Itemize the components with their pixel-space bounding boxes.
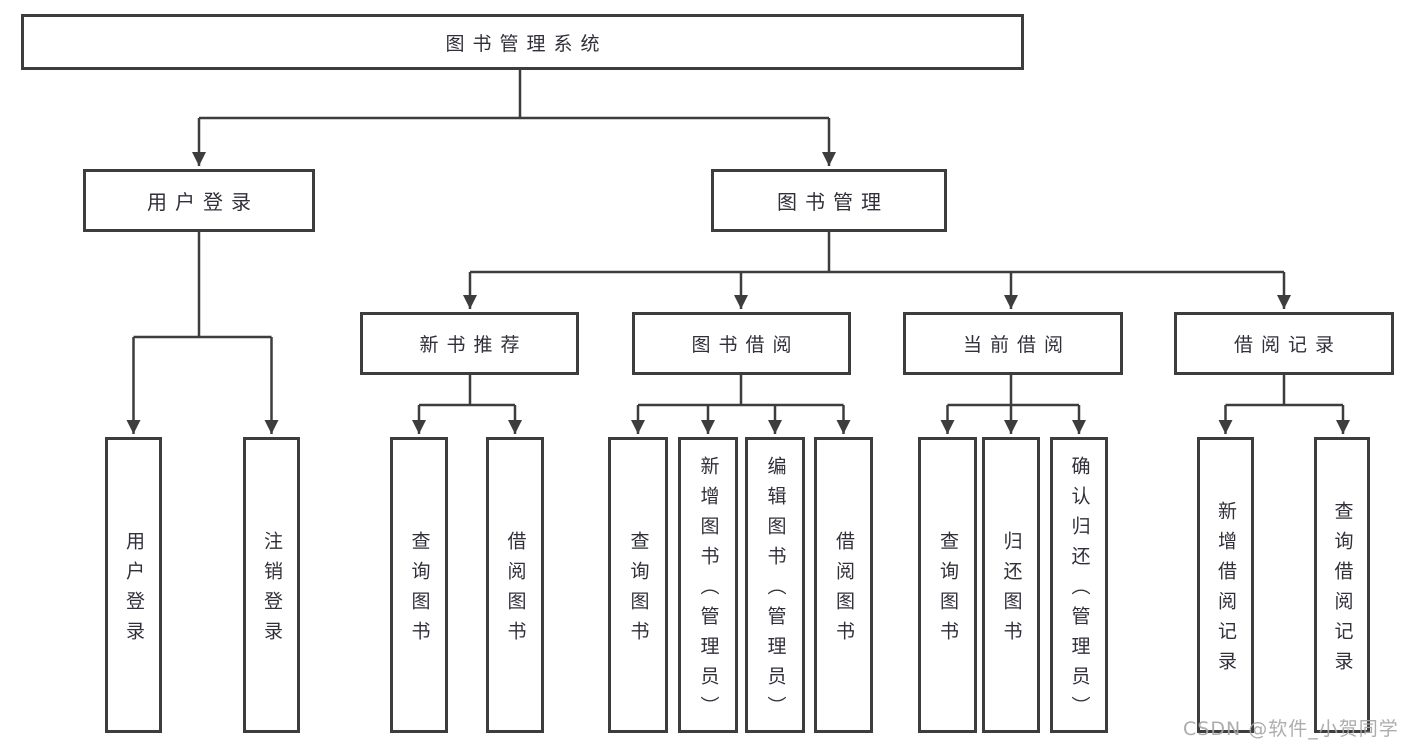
node-book-management-label: 图书管理 <box>777 190 889 214</box>
leaf-query-books-recommend: 查询图书 <box>390 437 448 733</box>
node-borrow-records-label: 借阅记录 <box>1233 334 1342 356</box>
leaf-query-borrow-record: 查询借阅记录 <box>1314 437 1370 733</box>
leaf-borrow-books-recommend: 借阅图书 <box>486 437 544 733</box>
leaf-query-borrow-record-label: 查询借阅记录 <box>1331 500 1354 681</box>
leaf-add-book-admin: 新增图书（管理员） <box>678 437 738 733</box>
leaf-query-books-current: 查询图书 <box>918 437 977 733</box>
leaf-borrow-books-label: 借阅图书 <box>833 530 855 651</box>
node-new-book-recommend: 新书推荐 <box>360 312 579 375</box>
node-user-login-label: 用户登录 <box>147 190 259 214</box>
leaf-edit-book-admin-label: 编辑图书（管理员） <box>764 455 787 726</box>
leaf-add-borrow-record: 新增借阅记录 <box>1197 437 1254 733</box>
leaf-edit-book-admin: 编辑图书（管理员） <box>745 437 805 733</box>
leaf-user-login: 用户登录 <box>105 437 162 733</box>
leaf-user-login-label: 用户登录 <box>123 530 145 651</box>
node-root: 图书管理系统 <box>21 14 1024 70</box>
leaf-add-book-admin-label: 新增图书（管理员） <box>697 455 720 726</box>
leaf-query-books-borrow-label: 查询图书 <box>627 530 650 651</box>
node-book-borrow: 图书借阅 <box>632 312 851 375</box>
node-book-borrow-label: 图书借阅 <box>691 334 800 356</box>
node-borrow-records: 借阅记录 <box>1174 312 1394 375</box>
leaf-return-book-label: 归还图书 <box>1000 530 1023 651</box>
node-book-management: 图书管理 <box>711 169 947 232</box>
node-current-borrow-label: 当前借阅 <box>962 334 1071 356</box>
leaf-logout: 注销登录 <box>243 437 300 733</box>
csdn-watermark: CSDN @软件_小贺同学 <box>1183 718 1399 740</box>
node-new-book-recommend-label: 新书推荐 <box>419 334 528 356</box>
leaf-query-books-recommend-label: 查询图书 <box>408 530 431 651</box>
leaf-borrow-books-recommend-label: 借阅图书 <box>504 530 527 651</box>
leaf-borrow-books: 借阅图书 <box>814 437 873 733</box>
node-current-borrow: 当前借阅 <box>903 312 1123 375</box>
node-user-login: 用户登录 <box>83 169 315 232</box>
leaf-query-books-current-label: 查询图书 <box>937 530 959 651</box>
node-root-label: 图书管理系统 <box>445 32 608 55</box>
leaf-logout-label: 注销登录 <box>261 530 283 651</box>
leaf-confirm-return-admin-label: 确认归还（管理员） <box>1068 455 1091 726</box>
leaf-return-book: 归还图书 <box>982 437 1040 733</box>
leaf-confirm-return-admin: 确认归还（管理员） <box>1050 437 1108 733</box>
leaf-query-books-borrow: 查询图书 <box>608 437 668 733</box>
leaf-add-borrow-record-label: 新增借阅记录 <box>1215 500 1237 681</box>
